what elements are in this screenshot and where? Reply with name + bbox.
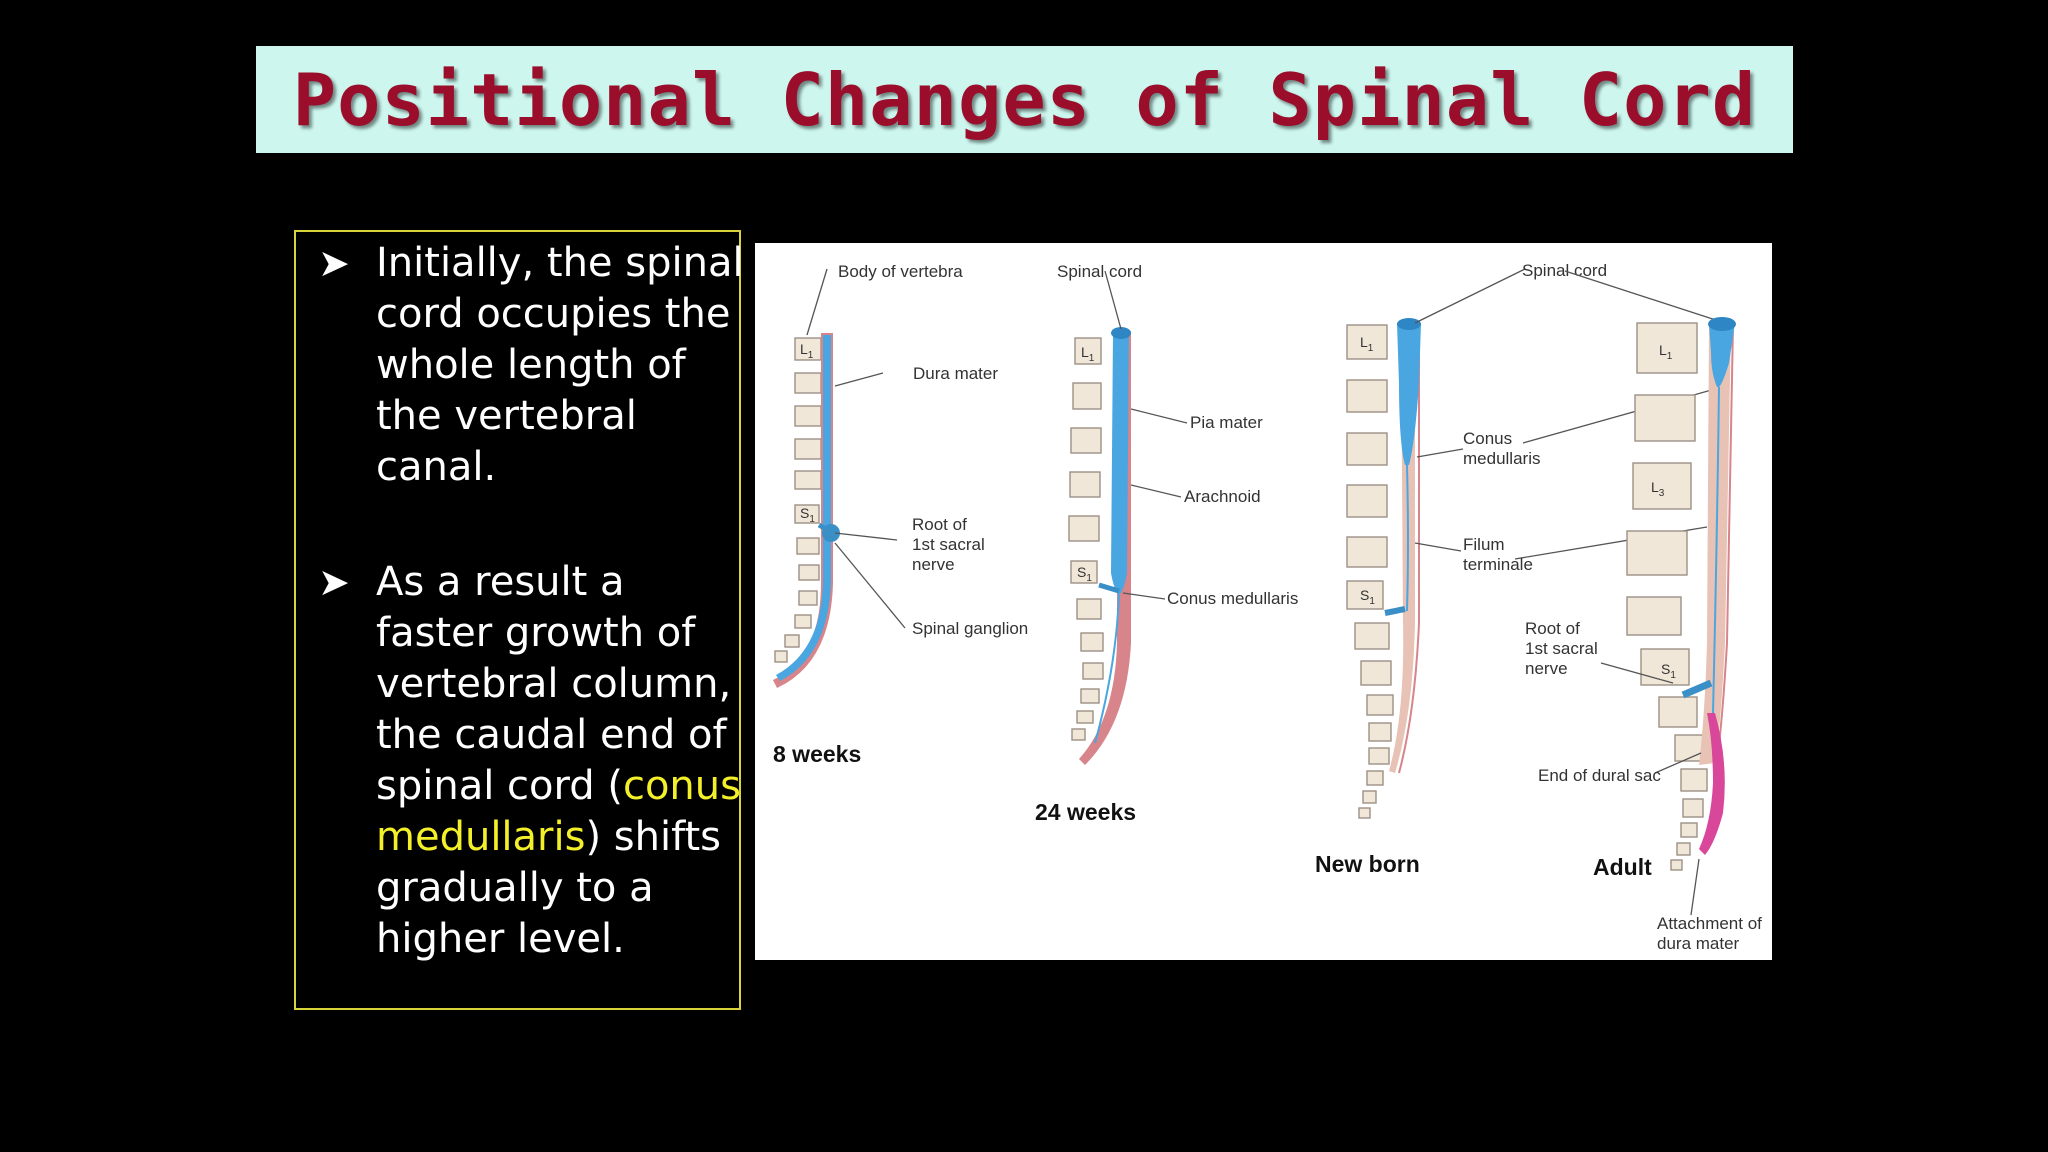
bullet-item-2: ➤ As a result a faster growth of vertebr… (318, 557, 746, 965)
label-conus-medullaris-24w: Conus medullaris (1167, 589, 1298, 608)
label-dura-mater: Dura mater (913, 364, 998, 383)
label-body-of-vertebra: Body of vertebra (838, 262, 963, 281)
vertebra-mark-l1-nb-subscript: 1 (1368, 343, 1374, 354)
label-root-8w-1: Root of (912, 515, 967, 534)
vertebra-mark-l1-24w-subscript: 1 (1089, 353, 1095, 364)
bullet-item-1: ➤ Initially, the spinal cord occupies th… (318, 238, 746, 493)
label-arachnoid: Arachnoid (1184, 487, 1261, 506)
vertebra-mark-l1-8w-subscript: 1 (808, 350, 814, 361)
conus-medullaris-highlight: conus medullaris (376, 763, 741, 860)
spinal-cord-figure: L1 S1 Body of vertebra Dura mater Root o… (755, 243, 1772, 960)
label-filum-1: Filum (1463, 535, 1505, 554)
stage-8-weeks-drawing (773, 333, 840, 688)
label-filum-2: terminale (1463, 555, 1533, 574)
label-root-ad-1: Root of (1525, 619, 1580, 638)
stage-label-adult: Adult (1593, 854, 1652, 880)
bullet-box: ➤ Initially, the spinal cord occupies th… (294, 230, 744, 1010)
stage-label-8-weeks: 8 weeks (773, 741, 861, 767)
label-conus-nb-2: medullaris (1463, 449, 1540, 468)
label-spinal-cord-right: Spinal cord (1522, 261, 1607, 280)
bullet-text-2: As a result a faster growth of vertebral… (376, 557, 746, 965)
arrowhead-bullet-icon: ➤ (318, 241, 350, 285)
bullet-text-1: Initially, the spinal cord occupies the … (376, 240, 744, 490)
vertebra-mark-l3-ad-subscript: 3 (1659, 488, 1665, 499)
arrowhead-bullet-icon: ➤ (318, 560, 350, 604)
stage-24-weeks-drawing (1068, 327, 1131, 765)
vertebra-mark-s1-8w-subscript: 1 (809, 514, 815, 525)
label-attachment-1: Attachment of (1657, 914, 1762, 933)
stage-newborn-drawing (1346, 318, 1421, 819)
stage-label-24-weeks: 24 weeks (1035, 799, 1136, 825)
stage-label-newborn: New born (1315, 851, 1420, 877)
label-end-of-dural-sac: End of dural sac (1538, 766, 1661, 785)
vertebra-mark-s1-nb-subscript: 1 (1369, 596, 1375, 607)
vertebra-mark-l1-ad-subscript: 1 (1667, 351, 1673, 362)
spinal-cord-diagram: L1 S1 Body of vertebra Dura mater Root o… (773, 261, 1762, 953)
title-bar: Positional Changes of Spinal Cord (256, 46, 1793, 153)
label-spinal-cord-24w: Spinal cord (1057, 262, 1142, 281)
label-conus-nb-1: Conus (1463, 429, 1512, 448)
bullet-text-2-start: As a result a faster growth of vertebral… (376, 559, 732, 809)
label-root-ad-3: nerve (1525, 659, 1568, 678)
label-spinal-ganglion: Spinal ganglion (912, 619, 1028, 638)
label-attachment-2: dura mater (1657, 934, 1740, 953)
slide-title: Positional Changes of Spinal Cord (292, 57, 1757, 142)
stage-adult-drawing (1626, 317, 1736, 871)
bullet-text-2-end: ) shifts gradually to a higher level. (376, 814, 721, 962)
vertebra-mark-s1-ad-subscript: 1 (1670, 670, 1676, 681)
label-root-ad-2: 1st sacral (1525, 639, 1598, 658)
label-root-8w-3: nerve (912, 555, 955, 574)
label-root-8w-2: 1st sacral (912, 535, 985, 554)
vertebra-mark-s1-24w-subscript: 1 (1086, 573, 1092, 584)
label-pia-mater: Pia mater (1190, 413, 1263, 432)
